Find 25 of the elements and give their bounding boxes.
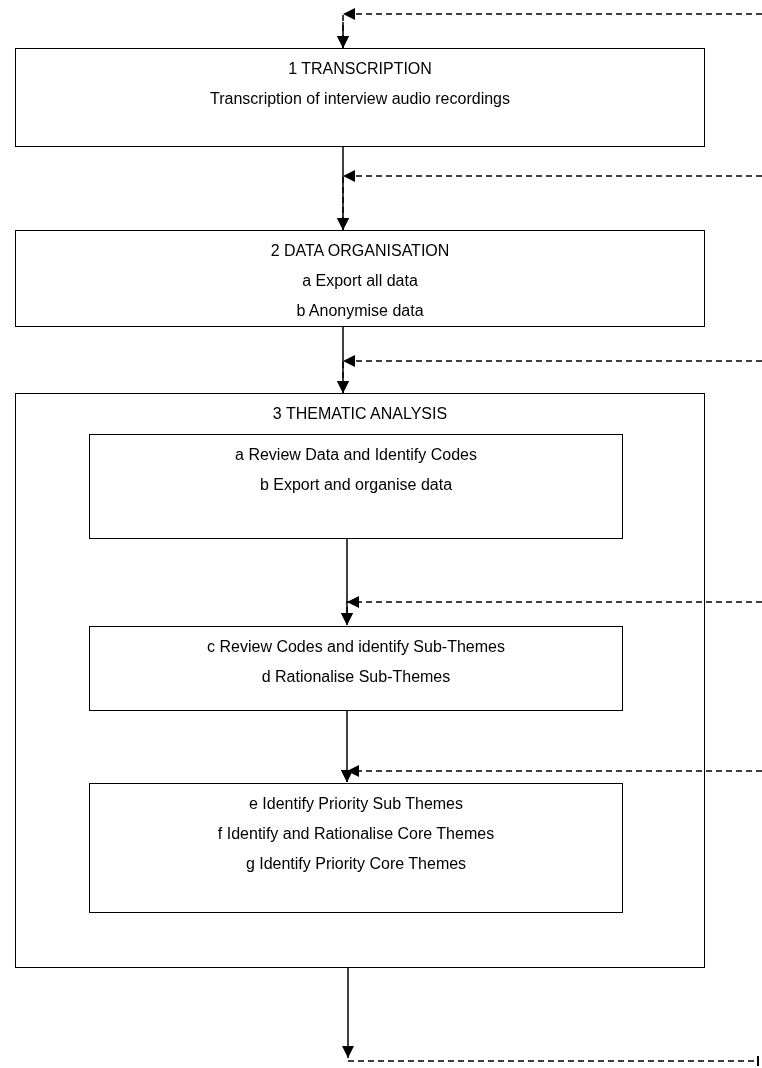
feedback-arrow [337,170,762,231]
step-text: b Export and organise data [259,475,453,495]
process-box [15,230,705,327]
feedback-arrow [341,765,762,783]
feedback-arrow [337,8,762,49]
process-box [15,393,705,968]
step-text: b Anonymise data [296,301,424,321]
feedback-arrow [341,596,762,626]
step-text: d Rationalise Sub-Themes [261,667,451,687]
process-box [89,626,623,711]
step-text: f Identify and Rationalise Core Themes [217,824,495,844]
step-heading: a Review Data and Identify Codes [235,445,477,465]
feedback-arrow [337,355,762,394]
process-box [89,783,623,913]
step-text: a Export all data [302,271,418,291]
process-box [15,48,705,147]
process-box [89,434,623,539]
arrow [342,967,354,1059]
step-heading: 1 TRANSCRIPTION [288,59,432,79]
step-heading: 2 DATA ORGANISATION [270,241,450,261]
step-heading: 3 THEMATIC ANALYSIS [272,404,448,424]
step-heading: e Identify Priority Sub Themes [249,794,463,814]
step-heading: c Review Codes and identify Sub-Themes [207,637,505,657]
step-text: g Identify Priority Core Themes [245,854,467,874]
step-text: Transcription of interview audio recordings [210,89,510,109]
